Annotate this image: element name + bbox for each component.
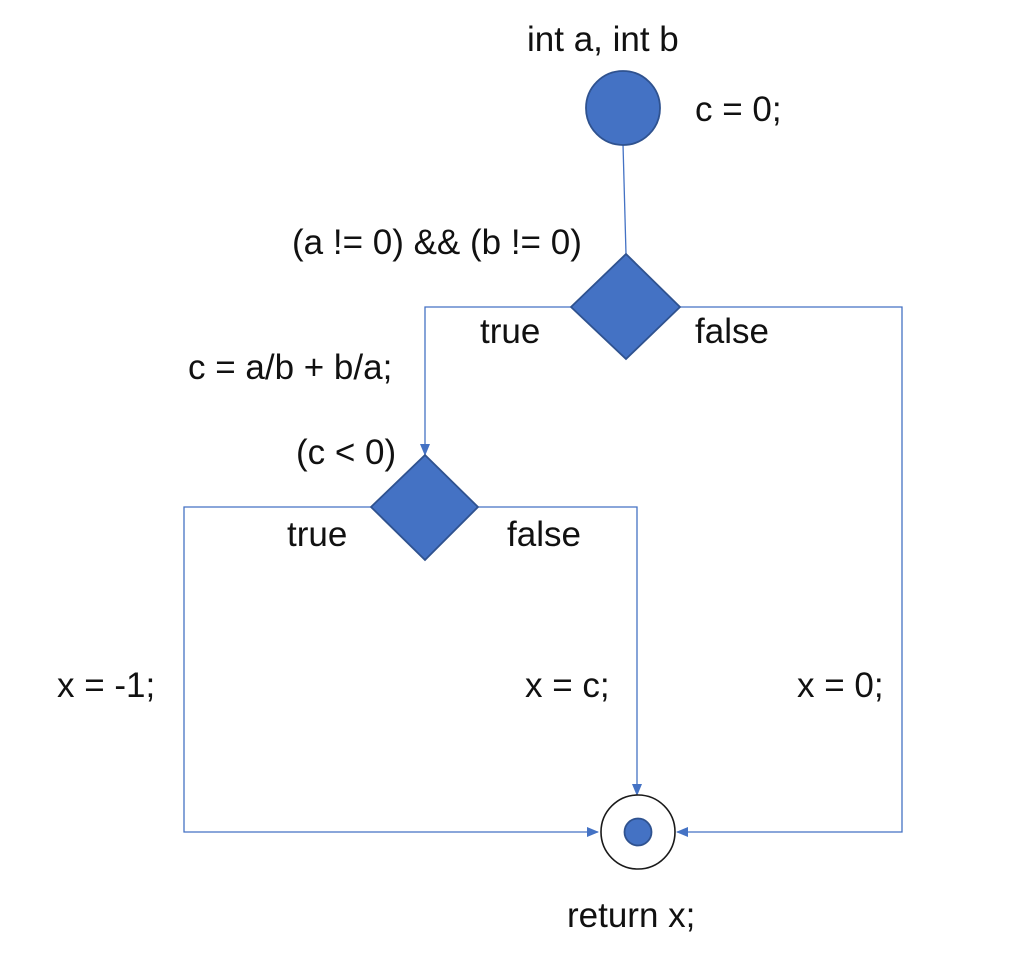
condition-2-label: (c < 0) <box>296 433 396 472</box>
assign-c-x-label: x = c; <box>525 666 610 705</box>
edge-decision2-false <box>478 506 642 796</box>
assign-c-label: c = a/b + b/a; <box>188 348 392 387</box>
initial-node <box>585 70 661 146</box>
edge-decision1-false <box>676 306 903 837</box>
condition-1-label: (a != 0) && (b != 0) <box>292 223 582 262</box>
condition-2-false-label: false <box>507 515 581 554</box>
final-node <box>600 794 676 870</box>
decision-node-2 <box>369 453 480 562</box>
return-label: return x; <box>567 896 695 935</box>
edge-decision2-true <box>183 506 599 837</box>
condition-1-false-label: false <box>695 312 769 351</box>
condition-2-true-label: true <box>287 515 347 554</box>
condition-1-true-label: true <box>480 312 540 351</box>
decision-node-1 <box>569 252 682 361</box>
edge-start-to-decision1 <box>622 143 627 255</box>
final-node-inner-dot <box>623 817 653 847</box>
assign-neg-label: x = -1; <box>57 666 155 705</box>
assign-zero-label: x = 0; <box>797 666 884 705</box>
init-label: c = 0; <box>695 90 782 129</box>
params-label: int a, int b <box>527 20 679 59</box>
edge-decision1-true <box>420 306 571 456</box>
